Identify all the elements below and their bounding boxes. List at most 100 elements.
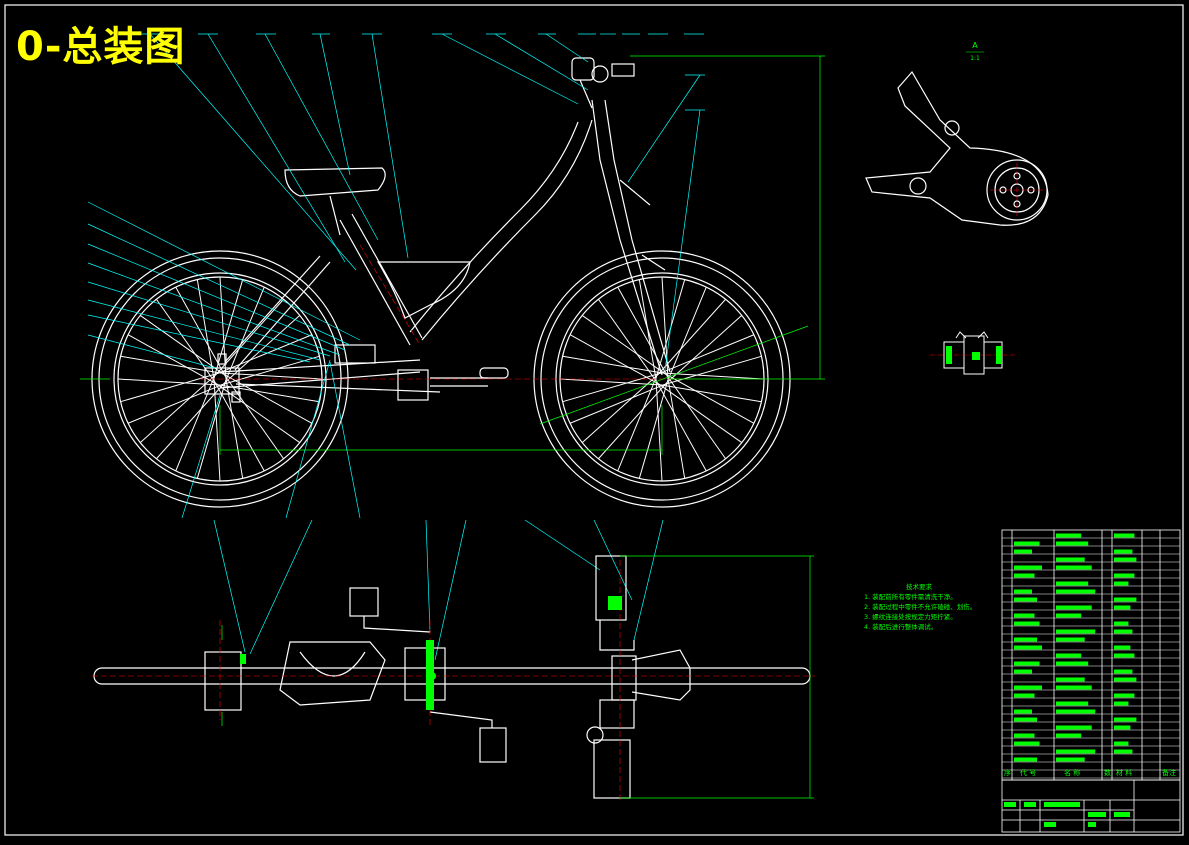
rear-wheel <box>91 250 349 508</box>
bom-cell-mark <box>1014 717 1037 722</box>
spoke <box>655 378 663 482</box>
notes-heading: 技术要求 <box>906 583 932 591</box>
spoke <box>663 355 762 386</box>
spoke <box>196 279 215 381</box>
bom-cell-mark <box>1114 717 1137 722</box>
section-a-detail <box>865 70 1049 226</box>
bom-cell-mark <box>1114 677 1137 682</box>
spoke <box>224 286 265 382</box>
title-block-fills <box>1004 802 1130 827</box>
spoke <box>221 355 320 386</box>
bom-cell-mark <box>1114 549 1133 554</box>
notes-line: 2. 装配过程中零件不允许磕碰、划伤。 <box>864 603 977 611</box>
spoke <box>666 286 707 382</box>
bom-cell-mark <box>1014 709 1032 714</box>
spoke <box>597 298 658 384</box>
spoke <box>598 382 668 460</box>
section-scale: 1:1 <box>970 55 980 62</box>
spoke <box>127 334 218 385</box>
notes-line: 3. 螺纹连接处按规定力矩拧紧。 <box>864 613 957 621</box>
bom-cell-fills <box>1014 533 1137 762</box>
section-label: A <box>972 41 978 50</box>
plan-view <box>93 555 811 799</box>
bom-cell-mark <box>1014 645 1042 650</box>
plan-dimensions <box>221 555 814 799</box>
leader-tags <box>140 33 705 111</box>
spoke <box>175 286 226 377</box>
bom-cell-mark <box>1114 725 1131 730</box>
bom-table <box>1001 529 1181 781</box>
spoke <box>657 383 743 444</box>
bom-cell-mark <box>1014 693 1035 698</box>
bom-cell-mark <box>1056 677 1085 682</box>
bom-header-material: 材 料 <box>1116 769 1133 777</box>
bom-cell-mark <box>1014 565 1042 570</box>
spoke <box>666 374 727 460</box>
section-a-label: A 1:1 <box>966 41 984 62</box>
spoke <box>213 279 244 378</box>
bom-cell-mark <box>1056 749 1096 754</box>
spoke <box>656 381 707 472</box>
bom-cell-mark <box>1014 549 1032 554</box>
spoke <box>218 384 320 403</box>
bom-cell-mark <box>1014 733 1035 738</box>
bom-cell-mark <box>1056 709 1096 714</box>
notes-line: 4. 装配后进行整体调试。 <box>864 623 938 631</box>
bom-cell-mark <box>1114 701 1129 706</box>
spoke <box>562 355 664 374</box>
bom-cell-mark <box>1056 589 1096 594</box>
bom-cell-mark <box>1056 613 1082 618</box>
spoke <box>667 377 686 479</box>
bom-cell-mark <box>1014 757 1037 762</box>
bom-cell-mark <box>1114 693 1135 698</box>
spoke <box>656 298 726 376</box>
bom-cell-mark <box>1056 733 1082 738</box>
bom-cell-mark <box>1114 581 1129 586</box>
spoke <box>222 373 313 424</box>
side-view <box>91 57 791 508</box>
spoke <box>659 334 755 375</box>
center-fairing <box>376 261 471 319</box>
bom-cell-mark <box>1114 645 1131 650</box>
bom-cell-mark <box>1056 565 1092 570</box>
spoke <box>139 373 217 443</box>
spoke <box>638 380 669 479</box>
spoke <box>196 380 227 479</box>
bom-header-name: 名 称 <box>1064 769 1081 777</box>
seat-stay <box>234 261 331 371</box>
bom-cell-mark <box>1014 613 1035 618</box>
sheet-border <box>4 4 1184 836</box>
bom-cell-mark <box>1056 629 1096 634</box>
bom-header-index: 序 <box>1004 769 1011 777</box>
spoke <box>214 298 284 376</box>
notes-line: 1. 装配前所有零件需清洗干净。 <box>864 593 957 601</box>
bom-cell-mark <box>1056 605 1092 610</box>
spoke <box>139 314 225 375</box>
bom-cell-mark <box>1014 589 1032 594</box>
spoke <box>219 372 323 380</box>
spoke <box>617 376 658 472</box>
bom-cell-mark <box>1114 621 1129 626</box>
spoke <box>117 378 221 386</box>
bom-cell-mark <box>1014 741 1040 746</box>
bom-cell-mark <box>1056 701 1089 706</box>
bom-cell-mark <box>1056 637 1085 642</box>
bom-cell-mark <box>1056 581 1089 586</box>
bom-cell-mark <box>1014 621 1040 626</box>
bom-cell-mark <box>1114 597 1137 602</box>
bom-cell-mark <box>1014 669 1032 674</box>
technical-notes: 技术要求 1. 装配前所有零件需清洗干净。 2. 装配过程中零件不允许磕碰、划伤… <box>864 582 976 632</box>
bom-cell-mark <box>1114 605 1131 610</box>
bom-cell-mark <box>1114 557 1137 562</box>
title-block <box>1001 779 1181 833</box>
bom-cell-mark <box>1114 749 1133 754</box>
spoke <box>569 383 665 424</box>
plan-fills <box>240 596 622 710</box>
spoke <box>660 384 762 403</box>
bom-cell-mark <box>1056 661 1089 666</box>
bom-cell-mark <box>1114 669 1133 674</box>
chain-stay <box>219 359 421 373</box>
spoke <box>156 382 226 460</box>
